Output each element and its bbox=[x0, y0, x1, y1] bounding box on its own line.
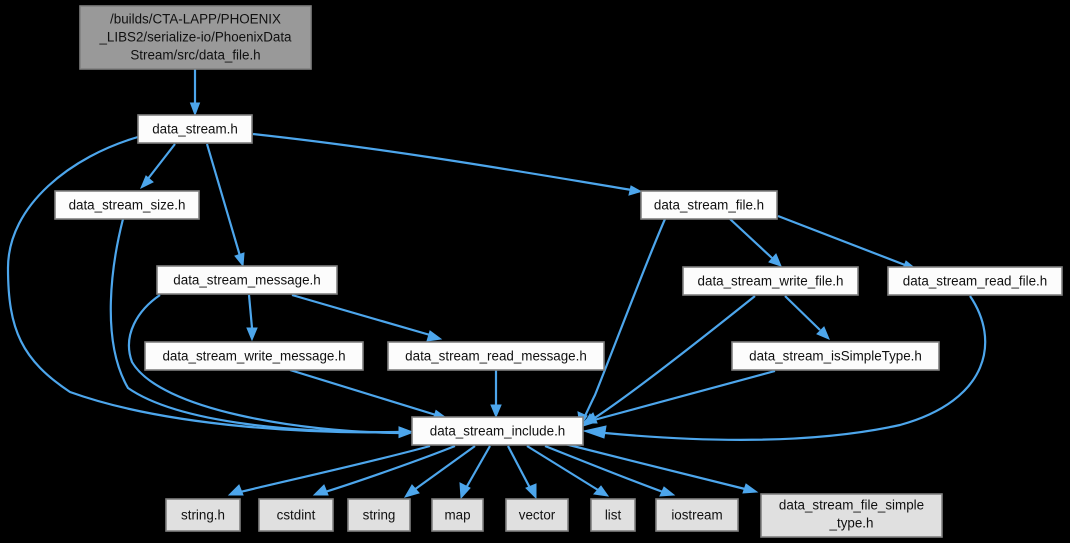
edge-message-to-include bbox=[127, 294, 413, 439]
edge-file-to-include bbox=[577, 218, 667, 428]
edge-size-to-include bbox=[109, 218, 413, 437]
node-root[interactable]: /builds/CTA-LAPP/PHOENIX _LIBS2/serializ… bbox=[79, 5, 312, 70]
edge-include-to-string bbox=[403, 445, 476, 498]
edge-include-to-file-simple-type bbox=[564, 442, 759, 494]
node-data-stream-read-message[interactable]: data_stream_read_message.h bbox=[387, 341, 605, 371]
node-layer: /builds/CTA-LAPP/PHOENIX _LIBS2/serializ… bbox=[54, 5, 1063, 538]
node-data-stream-label: data_stream.h bbox=[152, 122, 238, 137]
node-root-line2: _LIBS2/serialize-io/PhoenixData bbox=[98, 30, 292, 45]
node-data-stream-read-message-label: data_stream_read_message.h bbox=[405, 349, 587, 364]
edge-include-to-map bbox=[459, 445, 491, 500]
node-string-h[interactable]: string.h bbox=[165, 498, 241, 532]
node-data-stream[interactable]: data_stream.h bbox=[137, 114, 253, 144]
edge-issimpletype-to-include bbox=[581, 369, 776, 424]
node-string-label: string bbox=[363, 508, 396, 523]
node-data-stream-issimpletype-label: data_stream_isSimpleType.h bbox=[749, 349, 922, 364]
node-data-stream-size[interactable]: data_stream_size.h bbox=[54, 190, 200, 220]
node-data-stream-message-label: data_stream_message.h bbox=[173, 273, 320, 288]
node-data-stream-include[interactable]: data_stream_include.h bbox=[411, 416, 584, 446]
node-list-label: list bbox=[605, 508, 622, 523]
node-vector-label: vector bbox=[519, 508, 556, 523]
node-data-stream-write-file-label: data_stream_write_file.h bbox=[698, 274, 844, 289]
node-map-label: map bbox=[444, 508, 470, 523]
node-data-stream-file-label: data_stream_file.h bbox=[654, 198, 764, 213]
node-data-stream-write-message[interactable]: data_stream_write_message.h bbox=[144, 341, 364, 371]
node-data-stream-message[interactable]: data_stream_message.h bbox=[156, 265, 338, 295]
node-root-line3: Stream/src/data_file.h bbox=[130, 48, 260, 63]
edge-include-to-list bbox=[526, 445, 610, 497]
edge-data-stream-to-message bbox=[205, 143, 245, 268]
node-data-stream-file-simple-type-line1: data_stream_file_simple bbox=[779, 498, 924, 513]
edge-message-to-write-message bbox=[246, 294, 258, 342]
node-string[interactable]: string bbox=[347, 498, 411, 532]
node-data-stream-write-message-label: data_stream_write_message.h bbox=[162, 349, 345, 364]
edge-include-to-vector bbox=[507, 445, 537, 500]
edge-message-to-read-message bbox=[291, 293, 443, 342]
edge-data-stream-to-size bbox=[140, 143, 176, 190]
edge-write-file-to-issimpletype bbox=[784, 295, 830, 340]
edge-include-to-string-h bbox=[227, 444, 431, 496]
node-root-line1: /builds/CTA-LAPP/PHOENIX bbox=[110, 12, 281, 27]
node-vector[interactable]: vector bbox=[505, 498, 569, 532]
edge-file-to-write-file bbox=[729, 218, 782, 267]
node-cstdint[interactable]: cstdint bbox=[258, 498, 334, 532]
node-data-stream-write-file[interactable]: data_stream_write_file.h bbox=[682, 266, 859, 296]
edge-write-message-to-include bbox=[289, 368, 449, 421]
node-data-stream-file-simple-type[interactable]: data_stream_file_simple _type.h bbox=[760, 493, 943, 538]
node-iostream-label: iostream bbox=[671, 508, 722, 523]
edge-root-to-data-stream bbox=[189, 69, 201, 117]
node-data-stream-include-label: data_stream_include.h bbox=[430, 424, 565, 439]
edge-include-to-iostream bbox=[544, 444, 676, 497]
node-data-stream-file-simple-type-line2: _type.h bbox=[829, 516, 874, 531]
node-list[interactable]: list bbox=[590, 498, 636, 532]
edge-data-stream-to-file bbox=[252, 132, 643, 196]
node-data-stream-read-file-label: data_stream_read_file.h bbox=[903, 274, 1047, 289]
node-iostream[interactable]: iostream bbox=[655, 498, 739, 532]
node-data-stream-issimpletype[interactable]: data_stream_isSimpleType.h bbox=[731, 341, 940, 371]
node-data-stream-size-label: data_stream_size.h bbox=[69, 198, 186, 213]
node-data-stream-file[interactable]: data_stream_file.h bbox=[640, 190, 778, 220]
edge-read-message-to-include bbox=[490, 370, 502, 419]
node-map[interactable]: map bbox=[431, 498, 484, 532]
edge-file-to-read-file bbox=[777, 214, 918, 272]
node-data-stream-read-file[interactable]: data_stream_read_file.h bbox=[887, 266, 1063, 296]
edge-read-file-to-include bbox=[582, 295, 987, 441]
node-cstdint-label: cstdint bbox=[277, 508, 316, 523]
edge-include-to-cstdint bbox=[312, 444, 456, 496]
node-string-h-label: string.h bbox=[181, 508, 225, 523]
